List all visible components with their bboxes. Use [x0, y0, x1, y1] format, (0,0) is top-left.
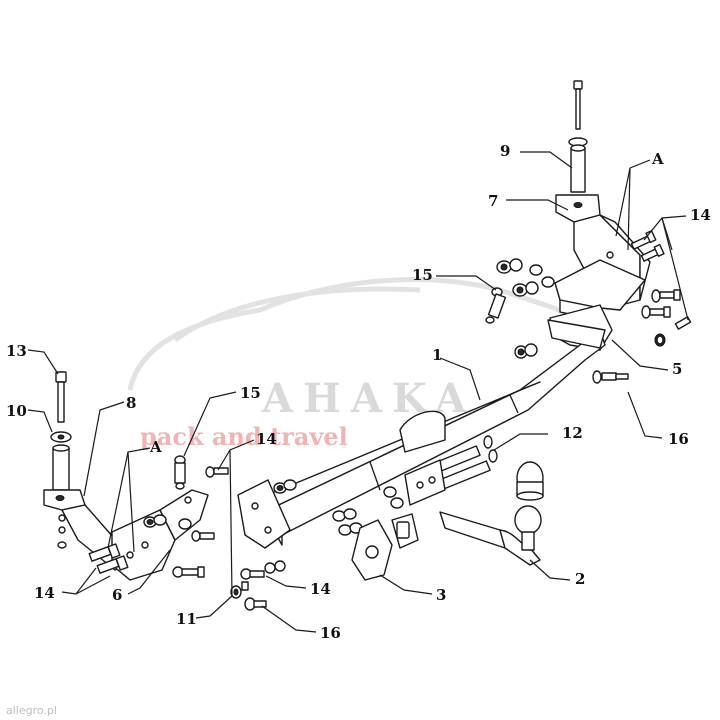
callout-8: 8 [126, 394, 136, 412]
callout-6: 6 [112, 586, 122, 604]
callout-2: 2 [575, 570, 585, 588]
fasteners-right [485, 230, 692, 384]
watermark: AHAKA pack and travel [127, 277, 579, 451]
callout-12: 12 [562, 424, 583, 442]
fasteners-left [88, 455, 286, 611]
callout-3: 3 [436, 586, 446, 604]
callout-16-left: 16 [320, 624, 341, 642]
fasteners-center [332, 486, 404, 536]
callout-16-right: 16 [668, 430, 689, 448]
callout-14-center: 14 [256, 430, 277, 448]
callout-14-bottom: 14 [310, 580, 331, 598]
callout-7: 7 [488, 192, 498, 210]
callout-10: 10 [6, 402, 27, 420]
bolt-9 [568, 80, 588, 193]
callout-11: 11 [176, 610, 197, 628]
watermark-car-icon [127, 277, 579, 391]
callout-15-left: 15 [240, 384, 261, 402]
callout-labels: 1 2 3 5 6 7 8 9 10 11 12 13 14 14 14 14 … [6, 142, 711, 642]
callout-5: 5 [672, 360, 682, 378]
leader-lines [27, 151, 689, 633]
callout-14-left: 14 [34, 584, 55, 602]
callout-A-right: A [651, 150, 664, 168]
socket-plate-3 [351, 513, 419, 581]
watermark-car-roof [173, 286, 421, 343]
source-watermark: allegro.pl [6, 704, 57, 717]
callout-1: 1 [432, 346, 442, 364]
callout-A-left: A [149, 438, 162, 456]
callout-13: 13 [6, 342, 27, 360]
bracket-6 [111, 489, 209, 581]
bolt-13 [50, 371, 72, 491]
watermark-tagline: pack and travel [140, 422, 348, 451]
callout-9: 9 [500, 142, 510, 160]
beam-end-plate-left [237, 479, 297, 549]
callout-14-right: 14 [690, 206, 711, 224]
callout-15-top: 15 [412, 266, 433, 284]
main-crossbeam [259, 319, 606, 546]
